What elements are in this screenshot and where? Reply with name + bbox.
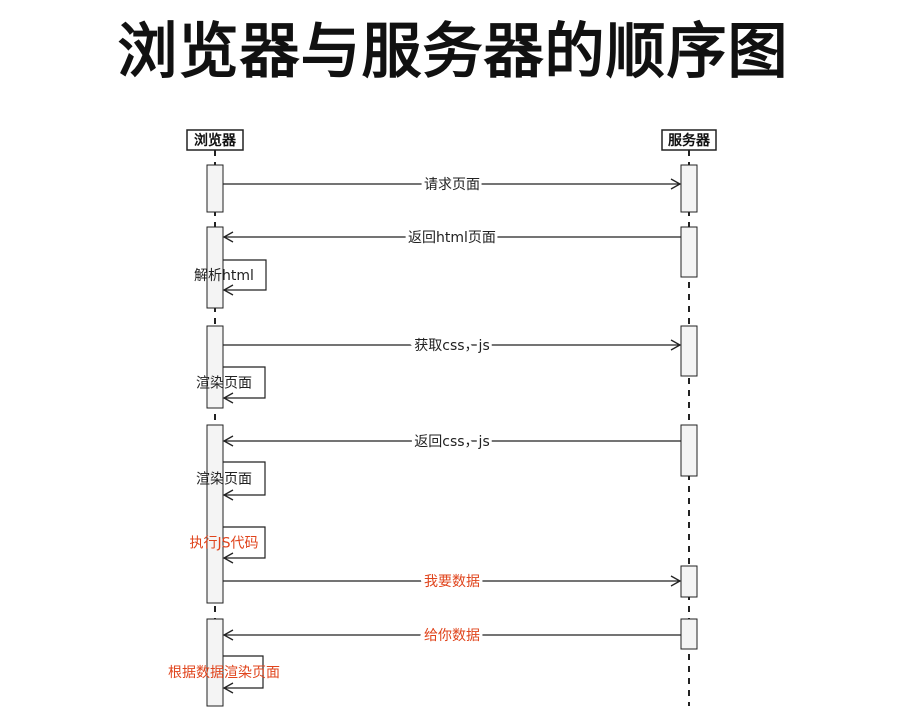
arrowhead-icon: [670, 575, 682, 587]
message-label: 我要数据: [424, 574, 480, 590]
message-label: 执行JS代码: [189, 536, 258, 552]
arrowhead-icon: [222, 489, 234, 501]
activation-bar: [680, 424, 698, 477]
participant-label: 浏览器: [194, 132, 237, 149]
message-label: 解析html: [194, 268, 254, 284]
participant-label: 服务器: [668, 132, 711, 149]
activation-bar: [206, 618, 224, 707]
arrowhead-icon: [222, 552, 234, 564]
participant-box: [661, 129, 717, 151]
message-label: 给你数据: [424, 628, 480, 644]
self-message-arrow: [223, 655, 264, 689]
arrowhead-icon: [222, 435, 234, 447]
activation-bar: [680, 565, 698, 598]
activation-bar: [680, 226, 698, 278]
activation-bar: [680, 164, 698, 213]
self-message-arrow: [223, 366, 266, 399]
arrowhead-icon: [670, 339, 682, 351]
arrowhead-icon: [222, 629, 234, 641]
arrowhead-icon: [670, 178, 682, 190]
self-message-arrow: [223, 461, 266, 496]
arrowhead-icon: [222, 392, 234, 404]
participant-box: [186, 129, 244, 151]
arrowhead-icon: [222, 682, 234, 694]
self-message-arrow: [223, 259, 267, 291]
arrowhead-icon: [222, 284, 234, 296]
message-label: 根据数据渲染页面: [168, 665, 280, 681]
page-title: 浏览器与服务器的顺序图: [117, 17, 789, 87]
message-label: 返回css，js: [414, 434, 489, 450]
message-label: 渲染页面: [196, 472, 252, 488]
activation-bar: [206, 226, 224, 309]
message-label: 请求页面: [424, 177, 480, 193]
activation-bar: [680, 325, 698, 377]
activation-bar: [206, 325, 224, 409]
message-label: 获取css，js: [414, 338, 489, 354]
message-label: 返回html页面: [408, 230, 496, 246]
activation-bar: [206, 164, 224, 213]
activation-bar: [206, 424, 224, 604]
message-label: 渲染页面: [196, 376, 252, 392]
activation-bar: [680, 618, 698, 650]
self-message-arrow: [223, 526, 266, 559]
arrowhead-icon: [222, 231, 234, 243]
